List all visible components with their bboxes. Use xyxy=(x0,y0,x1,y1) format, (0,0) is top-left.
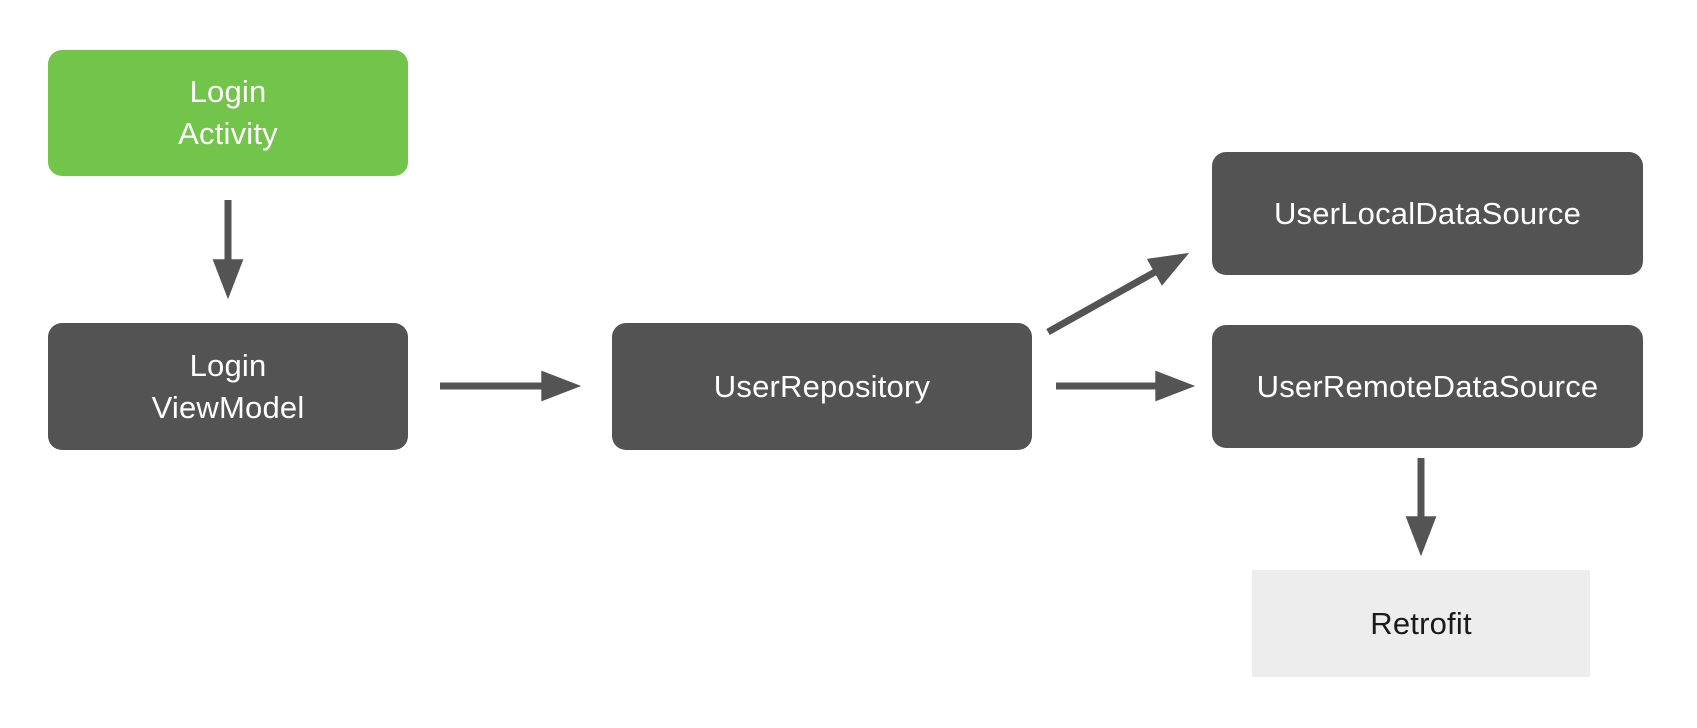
node-user-local-data-source: UserLocalDataSource xyxy=(1212,152,1643,275)
node-retrofit: Retrofit xyxy=(1252,570,1590,677)
node-label: Login Activity xyxy=(178,74,278,151)
node-user-repository: UserRepository xyxy=(612,323,1032,450)
node-label: UserRemoteDataSource xyxy=(1256,368,1599,404)
node-user-remote-data-source: UserRemoteDataSource xyxy=(1212,325,1643,448)
node-login-viewmodel: Login ViewModel xyxy=(48,323,408,450)
node-login-activity: Login Activity xyxy=(48,50,408,176)
edge-repository-to-localdatasource-arrow xyxy=(1046,252,1190,336)
node-label: Login ViewModel xyxy=(151,347,305,425)
node-label: UserLocalDataSource xyxy=(1273,195,1582,231)
node-label: UserRepository xyxy=(713,368,931,404)
node-label: Retrofit xyxy=(1370,605,1472,641)
